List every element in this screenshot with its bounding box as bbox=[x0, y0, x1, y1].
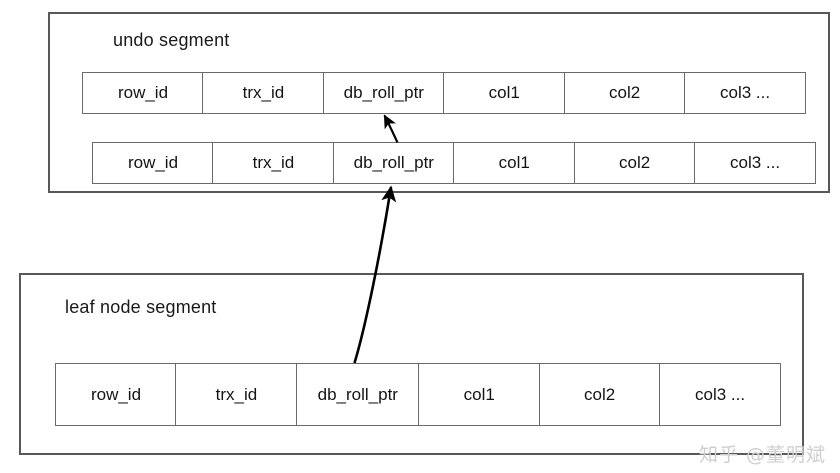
cell-row-id: row_id bbox=[55, 363, 177, 426]
cell-trx-id: trx_id bbox=[175, 363, 298, 426]
cell-db-roll-ptr: db_roll_ptr bbox=[322, 72, 445, 114]
cell-col2: col2 bbox=[563, 72, 686, 114]
cell-trx-id: trx_id bbox=[212, 142, 335, 184]
undo-segment-container bbox=[48, 12, 830, 193]
leaf-record-row-1: row_id trx_id db_roll_ptr col1 col2 col3… bbox=[55, 363, 782, 426]
cell-row-id: row_id bbox=[82, 72, 204, 114]
cell-col3: col3 ... bbox=[684, 72, 807, 114]
undo-record-row-2: row_id trx_id db_roll_ptr col1 col2 col3… bbox=[92, 142, 817, 184]
cell-col1: col1 bbox=[443, 72, 566, 114]
undo-record-row-1: row_id trx_id db_roll_ptr col1 col2 col3… bbox=[82, 72, 807, 114]
cell-trx-id: trx_id bbox=[202, 72, 325, 114]
cell-col1: col1 bbox=[453, 142, 576, 184]
cell-col2: col2 bbox=[538, 363, 661, 426]
undo-segment-title: undo segment bbox=[113, 30, 230, 50]
watermark: 知乎 @董明斌 bbox=[698, 444, 826, 466]
cell-col2: col2 bbox=[573, 142, 696, 184]
cell-db-roll-ptr: db_roll_ptr bbox=[332, 142, 455, 184]
cell-db-roll-ptr: db_roll_ptr bbox=[295, 363, 420, 426]
leaf-node-segment-container bbox=[19, 273, 804, 455]
cell-row-id: row_id bbox=[92, 142, 214, 184]
cell-col3: col3 ... bbox=[694, 142, 817, 184]
leaf-node-segment-title: leaf node segment bbox=[65, 297, 217, 317]
cell-col3: col3 ... bbox=[659, 363, 782, 426]
cell-col1: col1 bbox=[418, 363, 541, 426]
